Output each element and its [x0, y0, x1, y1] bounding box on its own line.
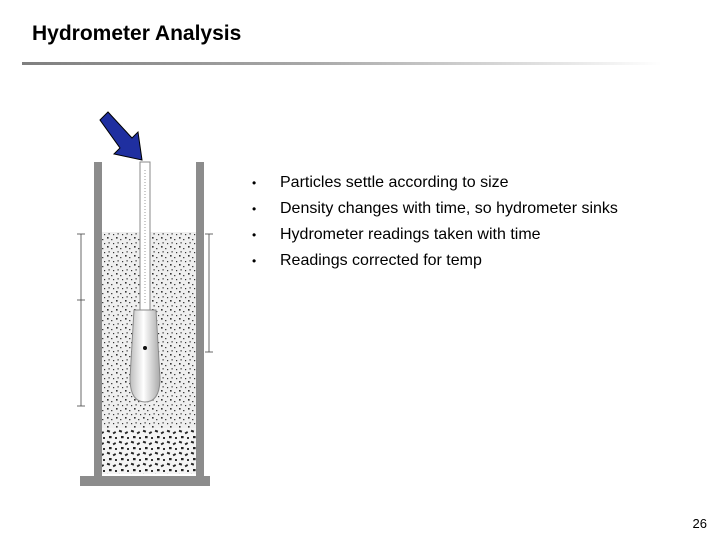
bullet-glyph: •: [252, 228, 257, 242]
bullet-item: • Particles settle according to size: [252, 170, 618, 196]
bullet-text: Readings corrected for temp: [280, 252, 482, 269]
dimension-lines: [77, 233, 213, 407]
pointer-arrow-icon: [99, 111, 143, 161]
bullet-text: Density changes with time, so hydrometer…: [280, 200, 618, 217]
slide-title: Hydrometer Analysis: [32, 22, 242, 45]
bullet-item: • Readings corrected for temp: [252, 248, 618, 274]
bullet-list: • Particles settle according to size • D…: [252, 170, 618, 274]
bullet-item: • Hydrometer readings taken with time: [252, 222, 618, 248]
hydrometer-diagram: [70, 110, 230, 492]
bullet-text: Particles settle according to size: [280, 174, 509, 191]
bullet-item: • Density changes with time, so hydromet…: [252, 196, 618, 222]
bullet-glyph: •: [252, 254, 257, 268]
sediment-coarse: [102, 428, 196, 474]
bullet-text: Hydrometer readings taken with time: [280, 226, 541, 243]
hydrometer-icon: [129, 161, 161, 403]
bullet-glyph: •: [252, 202, 257, 216]
cylinder-icon: [80, 162, 210, 486]
title-underline: [22, 62, 662, 65]
page-number: 26: [692, 516, 707, 531]
bullet-glyph: •: [252, 176, 257, 190]
